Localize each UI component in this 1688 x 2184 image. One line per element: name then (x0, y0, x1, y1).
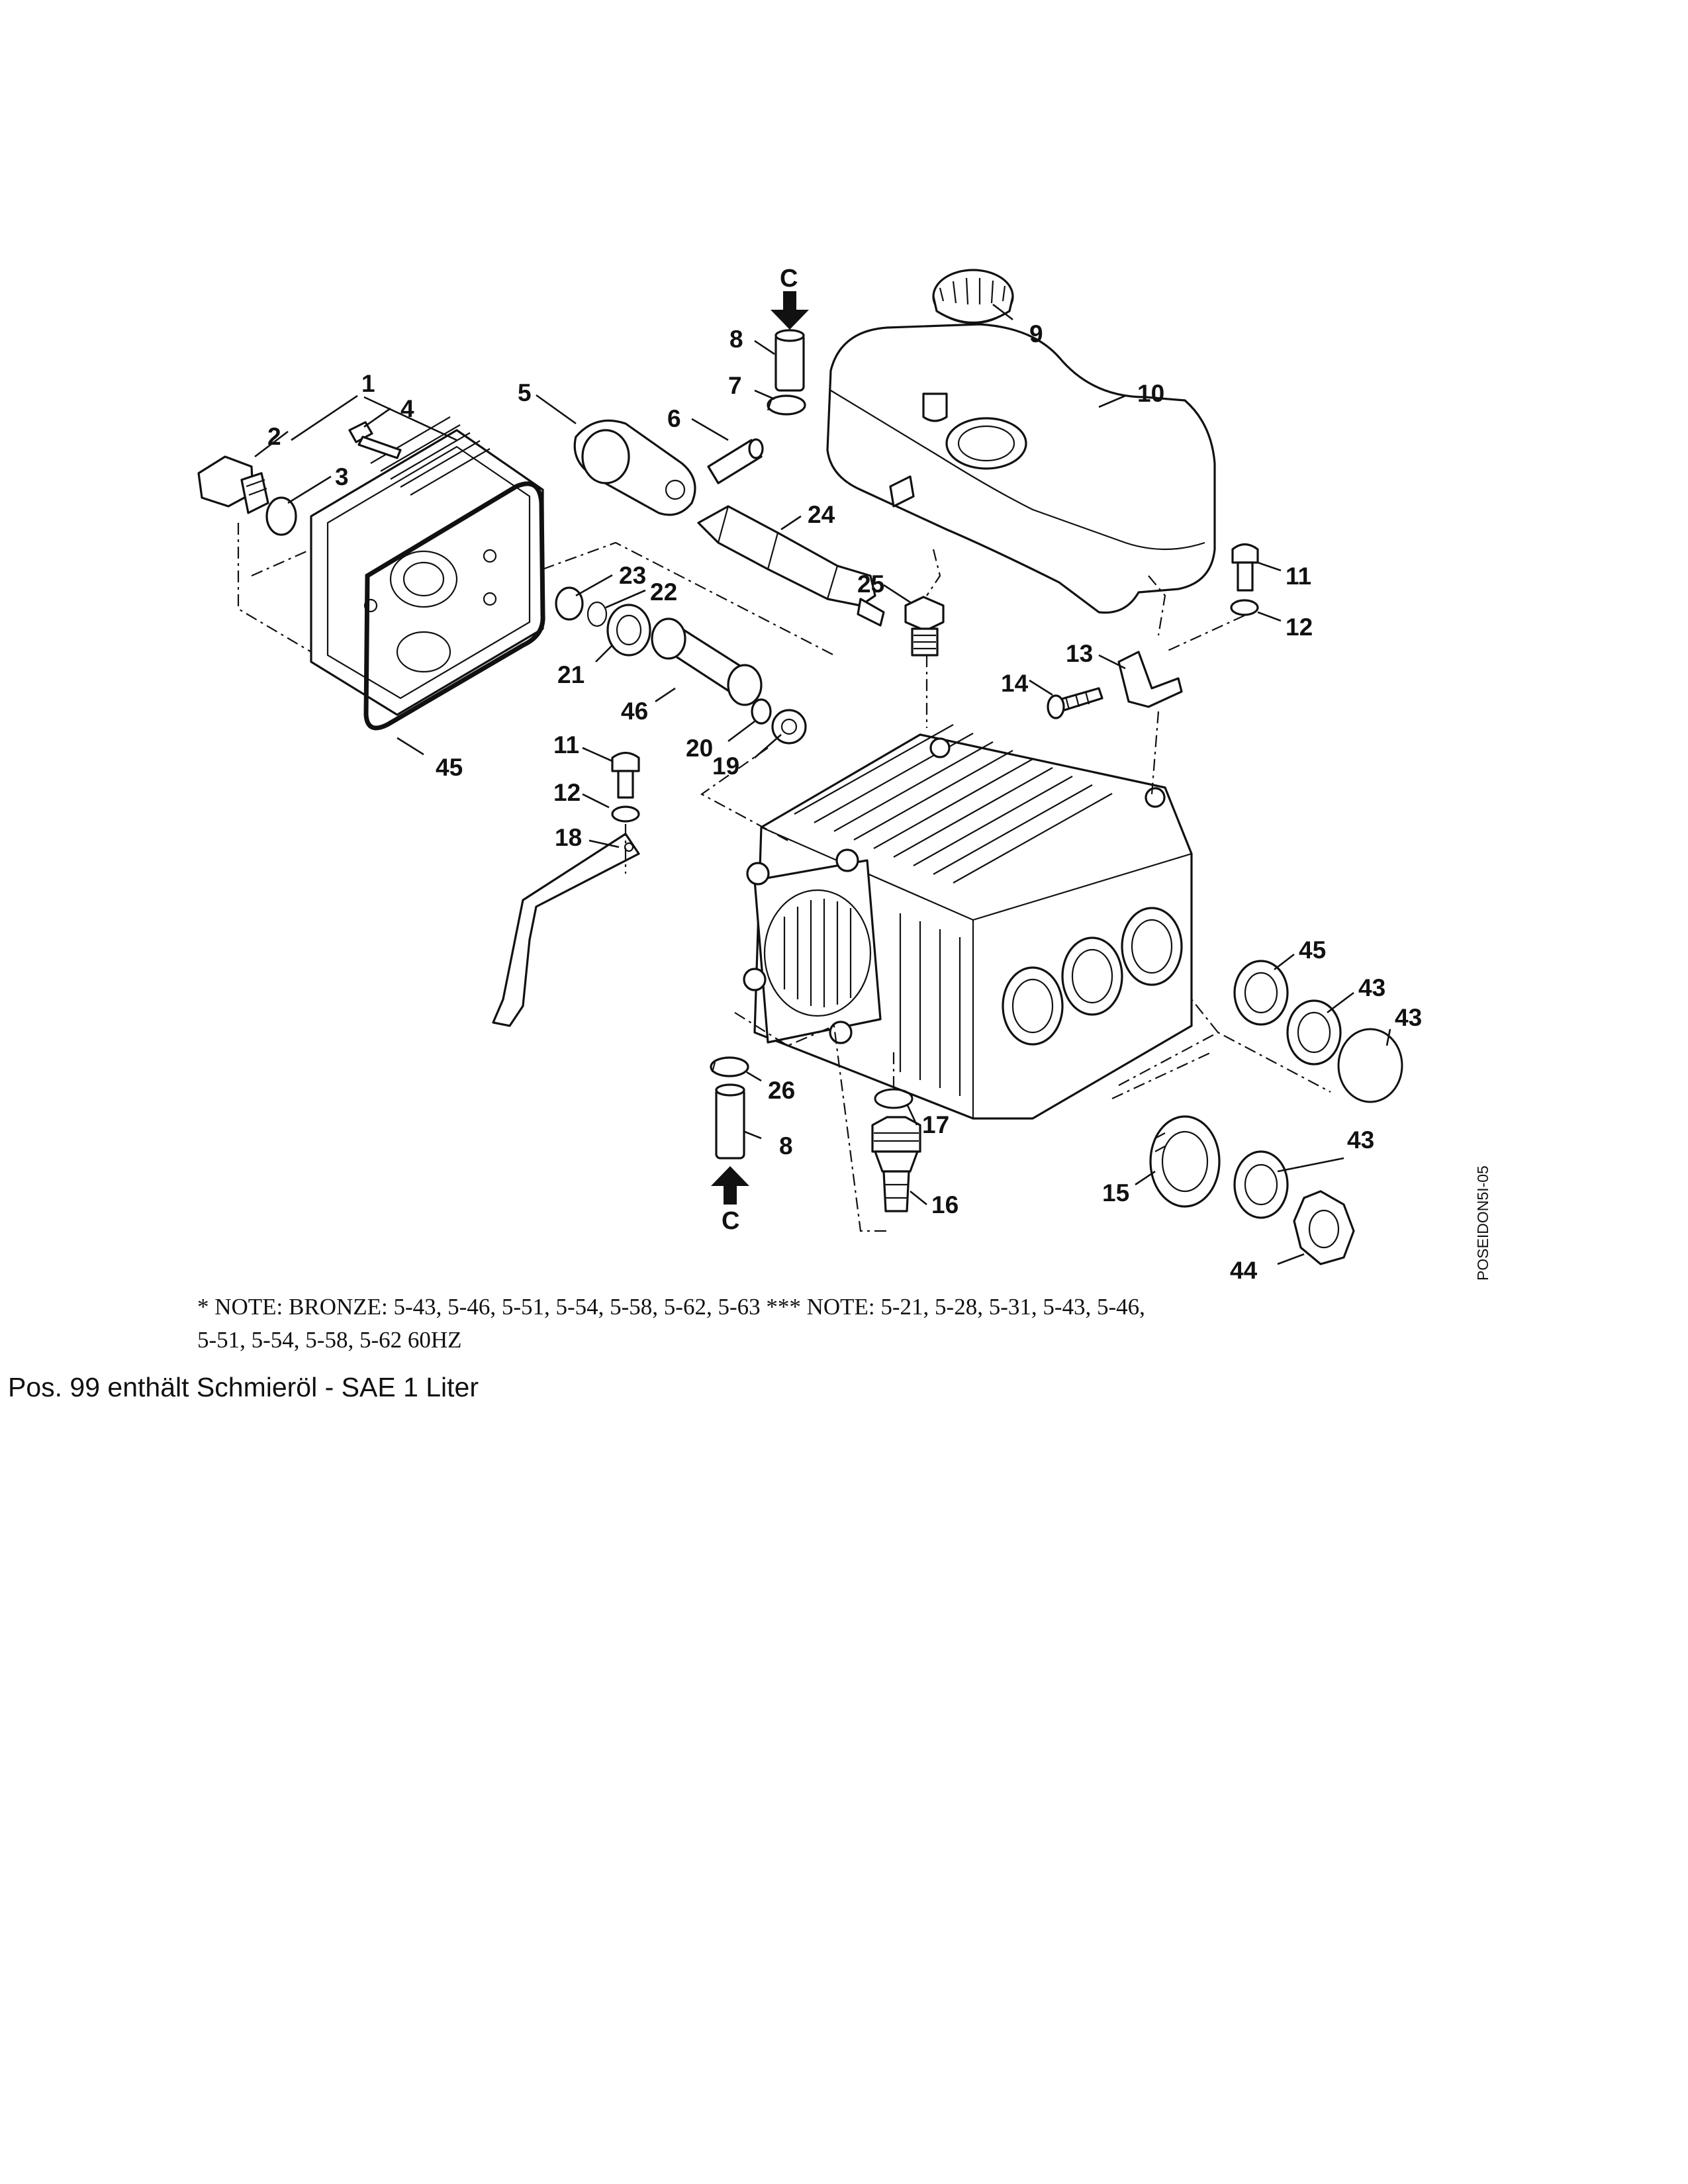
self-tapping-screw (1047, 687, 1103, 719)
o-ring-22 (586, 601, 608, 627)
callout-19: 19 (712, 752, 739, 780)
hose-clamp-bottom (710, 1056, 749, 1077)
callout-17: 17 (922, 1111, 949, 1138)
callout-12-left: 12 (553, 779, 581, 806)
plunger (697, 505, 885, 627)
callout-23: 23 (619, 562, 646, 589)
seal-45-right (1233, 960, 1289, 1026)
bronze-note: * NOTE: BRONZE: 5-43, 5-46, 5-51, 5-54, … (197, 1291, 1349, 1357)
lock-washer-left (611, 805, 640, 823)
flow-label-bottom: C (722, 1207, 739, 1235)
drawing-code: POSEIDON5I-05 (1474, 1165, 1491, 1281)
cover-bolt (348, 421, 402, 459)
wrist-pin (707, 438, 764, 484)
callout-12-top: 12 (1286, 614, 1313, 641)
callout-14: 14 (1001, 670, 1029, 697)
leader-lines (254, 303, 1391, 1265)
hose-top (774, 329, 805, 392)
flow-arrow-bottom (711, 1166, 749, 1205)
callout-6: 6 (667, 405, 681, 432)
plunger-sleeve (651, 617, 763, 706)
callout-26: 26 (768, 1077, 795, 1104)
callout-labels: 1 2 3 4 5 6 7 8 9 10 11 12 13 14 25 24 2… (267, 265, 1491, 1284)
washer-20 (751, 698, 772, 725)
o-ring-43 (1337, 1028, 1403, 1103)
lock-washer-top-right (1230, 599, 1259, 616)
callout-24: 24 (808, 501, 835, 528)
note-line-1: * NOTE: BRONZE: 5-43, 5-46, 5-51, 5-54, … (197, 1294, 1145, 1320)
callout-20: 20 (686, 735, 713, 762)
callout-10: 10 (1137, 380, 1164, 407)
valve-seat (1149, 1115, 1221, 1208)
flow-arrow-top (771, 291, 809, 330)
callout-43-c: 43 (1347, 1126, 1374, 1154)
callout-8-top: 8 (729, 326, 743, 353)
callout-2: 2 (267, 423, 281, 450)
bracket (1117, 651, 1183, 708)
callout-15: 15 (1102, 1179, 1129, 1206)
hose-clamp-top (767, 394, 806, 416)
callout-45-right: 45 (1299, 936, 1326, 964)
pump-crankcase (743, 724, 1193, 1120)
callout-1: 1 (361, 370, 375, 397)
callout-3: 3 (335, 463, 349, 490)
cylinder-head-cover (310, 416, 544, 716)
assembly-lines (237, 523, 1331, 1232)
seal-ring-23 (555, 586, 584, 621)
callout-5: 5 (518, 379, 532, 406)
mounting-strap (492, 833, 640, 1027)
oil-filler-cap (932, 269, 1014, 324)
callout-44: 44 (1230, 1257, 1258, 1284)
seal-43-lower (1233, 1150, 1289, 1219)
callout-45-left: 45 (436, 754, 463, 781)
note-line-2: 5-51, 5-54, 5-58, 5-62 60HZ (197, 1327, 462, 1353)
hose-barb-fitting (871, 1116, 921, 1212)
callout-13: 13 (1066, 640, 1093, 667)
flow-label-top: C (780, 265, 798, 293)
drain-washer (265, 496, 297, 536)
callout-25: 25 (857, 570, 884, 598)
cover-gasket (363, 481, 545, 731)
callout-4: 4 (400, 395, 414, 422)
callout-22: 22 (650, 578, 677, 606)
seal-43-right (1286, 999, 1342, 1066)
hose-bottom (715, 1083, 745, 1160)
callout-11-top: 11 (1286, 563, 1311, 590)
callout-11-left: 11 (553, 731, 579, 758)
seal-21 (606, 604, 651, 657)
bolt-top-right (1231, 543, 1259, 592)
callout-9: 9 (1029, 320, 1043, 347)
callout-18: 18 (555, 824, 582, 851)
callout-7: 7 (728, 372, 742, 399)
callout-8-bottom: 8 (779, 1132, 793, 1160)
o-ring-17 (874, 1088, 914, 1109)
drain-plug (197, 455, 269, 514)
callout-43-a: 43 (1358, 974, 1385, 1001)
bolt-left (611, 751, 640, 799)
connecting-rod (573, 419, 696, 516)
oil-reservoir (826, 323, 1216, 614)
callout-46: 46 (621, 698, 648, 725)
callout-16: 16 (931, 1191, 959, 1218)
oil-footnote: Pos. 99 enthält Schmieröl - SAE 1 Liter (8, 1372, 479, 1402)
callout-43-b: 43 (1395, 1004, 1422, 1031)
callout-21: 21 (557, 661, 585, 688)
retaining-nut (1293, 1190, 1355, 1265)
pipe-fitting (904, 596, 945, 657)
